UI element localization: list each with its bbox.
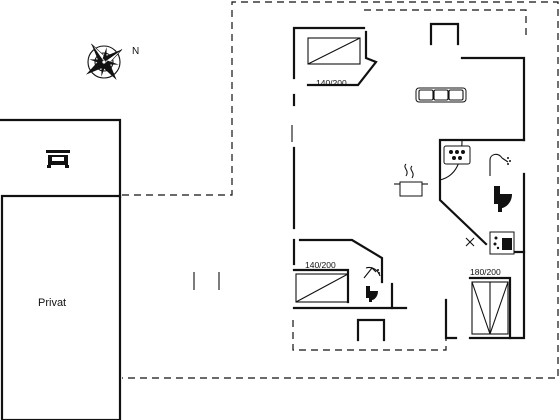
terrace-outline (122, 1, 559, 379)
shower-icon (489, 153, 511, 176)
whirlpool-bath-icon (443, 145, 471, 165)
sofa-icon (415, 87, 467, 103)
compass-rose-icon (85, 43, 123, 81)
private-area (0, 194, 122, 420)
bed-upper-label: 140/200 (316, 78, 347, 88)
washing-machine-icon (489, 231, 515, 255)
house-walls (291, 22, 526, 340)
toilet-icon (494, 186, 512, 212)
entry-step (356, 318, 386, 342)
shower-icon-small (363, 267, 380, 279)
private-area-label: Privat (38, 297, 66, 309)
bed-upper (306, 30, 378, 87)
bed-lower (292, 238, 394, 310)
bathroom-small (365, 266, 381, 277)
north-label: N (132, 46, 139, 57)
bed-lower-label: 140/200 (305, 260, 336, 270)
parking-area (0, 118, 122, 199)
bed-right-label: 180/200 (470, 267, 501, 277)
toilet-icon-small (366, 286, 378, 302)
bed-right (468, 276, 512, 340)
car-icon (46, 150, 70, 168)
gate-posts (193, 272, 220, 290)
cooking-pot-icon (394, 163, 428, 197)
